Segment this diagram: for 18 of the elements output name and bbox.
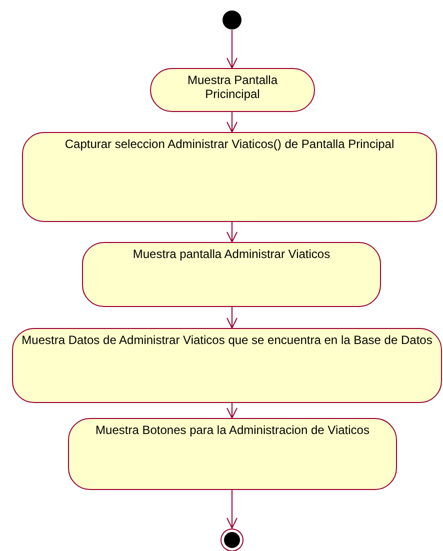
- arrow: [226, 112, 238, 132]
- activity-label: Muestra pantalla Administrar Viaticos: [132, 247, 332, 261]
- arrow: [226, 490, 238, 528]
- final-node: [220, 528, 244, 551]
- activity-box: [22, 132, 437, 222]
- arrow: [226, 306, 238, 328]
- activity-box: [150, 68, 315, 112]
- activity-label: Muestra Botones para la Administracion de Viaticos: [94, 423, 370, 437]
- arrow: [226, 222, 238, 242]
- activity-box: [82, 242, 381, 307]
- initial-node: [222, 10, 242, 30]
- activity-label: Muestra Datos de Administrar Viaticos que se encuentra en la Base de Datos: [21, 333, 433, 347]
- activity-label: Capturar seleccion Administrar Viaticos() de Pantalla Principal: [64, 137, 396, 151]
- activity-box: [68, 418, 397, 490]
- activity-label: Muestra Pantalla Pricincipal: [186, 73, 279, 101]
- arrow: [226, 402, 238, 418]
- activity-box: [12, 328, 442, 403]
- arrow: [226, 30, 238, 68]
